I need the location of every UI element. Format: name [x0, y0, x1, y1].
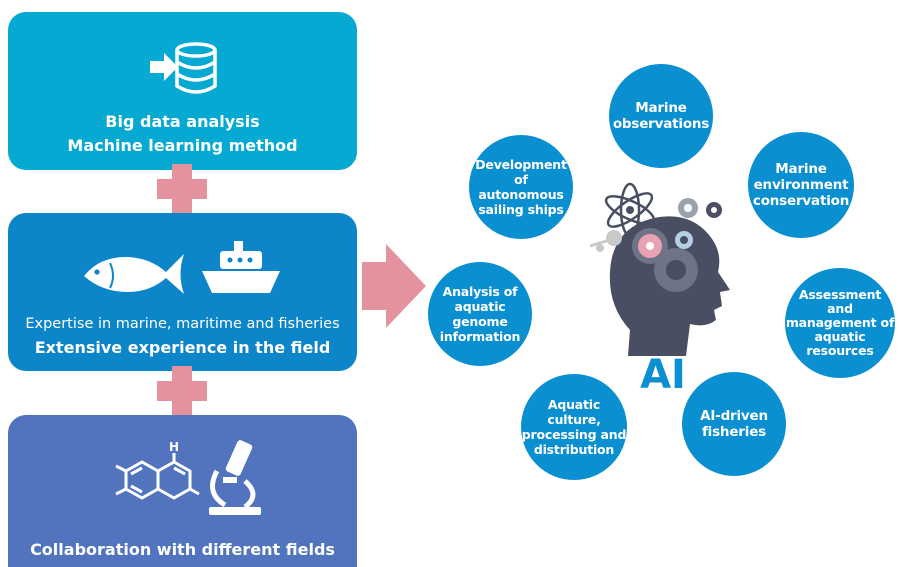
circle-text-line: resources: [806, 343, 874, 358]
plus-connector-2: [157, 366, 207, 416]
circle-text-line: aquatic genome: [452, 299, 508, 329]
collaboration-line1: Collaboration with different fields: [30, 540, 335, 559]
circle-text-line: AI-driven: [700, 408, 768, 424]
circle-text-line: of: [514, 172, 528, 187]
circle-text-line: Aquatic: [547, 397, 601, 412]
circle-text-line: conservation: [752, 193, 850, 209]
svg-text:H: H: [169, 441, 179, 454]
expertise-line1: Expertise in marine, maritime and fisher…: [25, 316, 340, 332]
collaboration-box: H Collaboration with different fields: [8, 415, 357, 567]
circle-text-line: aquatic: [814, 329, 866, 344]
tuna-fish-icon: [84, 254, 184, 294]
plus-connector-1: [157, 164, 207, 214]
microscope-icon: [209, 440, 261, 515]
circle-text-line: culture,: [547, 412, 601, 427]
ship-icon: [202, 241, 280, 293]
database-arrow-icon: [150, 42, 217, 94]
circle-text-line: management of: [785, 315, 895, 330]
arrow-to-ai-icon: [362, 244, 426, 328]
circle-text-line: observations: [612, 116, 710, 132]
big-data-line1: Big data analysis: [105, 112, 260, 131]
circle-text-line: Analysis of: [442, 284, 518, 299]
circle-text-line: processing and: [521, 427, 627, 442]
circle-text-line: Assessment: [798, 287, 882, 302]
circle-text-line: environment: [753, 177, 849, 193]
experience-line2: Extensive experience in the field: [34, 338, 331, 357]
circle-text-line: sailing ships: [478, 202, 564, 217]
chemical-structure-icon: H: [115, 441, 200, 500]
circle-text-line: information: [439, 329, 521, 344]
circle-text-line: distribution: [533, 442, 615, 457]
circle-text-line: and: [827, 301, 853, 316]
expertise-box: Expertise in marine, maritime and fisher…: [8, 213, 357, 371]
circle-text-line: Marine: [775, 161, 827, 177]
circle-text-line: Marine: [635, 100, 687, 116]
machine-learning-line2: Machine learning method: [67, 136, 298, 155]
circle-text-line: fisheries: [702, 424, 766, 440]
circle-text-line: autonomous: [478, 187, 564, 202]
big-data-box: Big data analysis Machine learning metho…: [8, 12, 357, 170]
ai-head-gears-icon: [590, 182, 730, 356]
ai-label: AI: [640, 352, 686, 398]
circle-text-line: Development: [475, 157, 567, 172]
